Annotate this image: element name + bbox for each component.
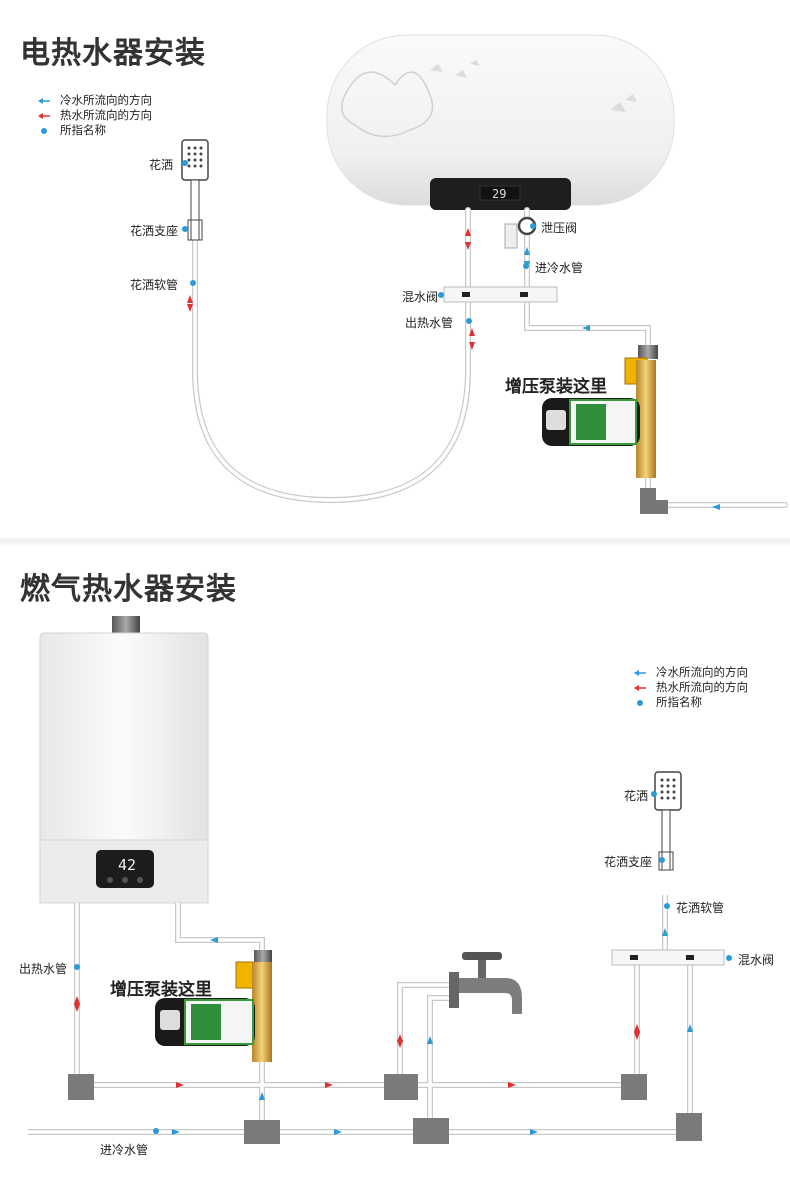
relief-valve: [504, 216, 537, 249]
gas-hot-outlet-label: 出热水管: [19, 962, 68, 976]
name-dot-icon: [632, 697, 656, 707]
electric-mixing-valve-label: 混水阀: [402, 290, 439, 304]
gas-label-dots: [74, 791, 732, 1134]
gas-cold-inlet-label: 进冷水管: [100, 1143, 149, 1157]
gas-heater-body: [39, 616, 209, 904]
electric-booster-pump: [542, 345, 658, 478]
electric-hot-outlet-label: 出热水管: [405, 316, 454, 330]
electric-heater-tank: [326, 34, 675, 210]
cold-arrow-icon: [36, 95, 60, 105]
electric-display-value: 29: [492, 187, 506, 201]
gas-legend: 冷水所流向的方向 热水所流向的方向 所指名称: [632, 664, 748, 709]
gas-booster-pump: [155, 950, 272, 1062]
legend-hot-label: 热水所流向的方向: [60, 107, 152, 122]
electric-mixing-valve: [443, 286, 558, 303]
gas-fittings: [68, 1074, 702, 1144]
electric-shower-head: [181, 139, 209, 241]
electric-shower-label: 花洒: [149, 158, 174, 172]
electric-label-dots: [182, 160, 536, 324]
gas-flow-arrows: [74, 928, 693, 1135]
name-dot-icon: [36, 125, 60, 135]
elbow-fitting: [640, 488, 668, 514]
legend-name-label: 所指名称: [656, 694, 702, 709]
gas-display-value: 42: [118, 856, 136, 874]
gas-mixing-valve: [611, 949, 725, 966]
electric-pump-label: 增压泵装这里: [505, 377, 607, 397]
electric-legend: 冷水所流向的方向 热水所流向的方向 所指名称: [36, 92, 152, 137]
faucet-icon: [449, 952, 522, 1014]
legend-cold-label: 冷水所流向的方向: [656, 664, 748, 679]
hot-arrow-icon: [632, 682, 656, 692]
gas-pipes: [28, 895, 693, 1135]
gas-section-title: 燃气热水器安装: [20, 572, 237, 607]
gas-shower-head: [654, 771, 682, 871]
gas-shower-hose-label: 花洒软管: [676, 901, 725, 915]
cold-arrow-icon: [632, 667, 656, 677]
section-divider: [0, 536, 790, 546]
legend-cold-label: 冷水所流向的方向: [60, 92, 152, 107]
legend-hot-label: 热水所流向的方向: [656, 679, 748, 694]
electric-cold-inlet-label: 进冷水管: [535, 261, 584, 275]
legend-name-label: 所指名称: [60, 122, 106, 137]
hot-arrow-icon: [36, 110, 60, 120]
gas-shower-label: 花洒: [624, 789, 649, 803]
electric-section-title: 电热水器安装: [20, 36, 206, 71]
gas-shower-holder-label: 花洒支座: [604, 855, 653, 869]
electric-pipes: [192, 207, 788, 508]
gas-mixing-valve-label: 混水阀: [738, 953, 775, 967]
gas-pump-label: 增压泵装这里: [110, 980, 212, 1000]
electric-shower-hose-label: 花洒软管: [130, 278, 179, 292]
electric-shower-holder-label: 花洒支座: [130, 224, 179, 238]
relief-valve-label: 泄压阀: [541, 221, 578, 235]
